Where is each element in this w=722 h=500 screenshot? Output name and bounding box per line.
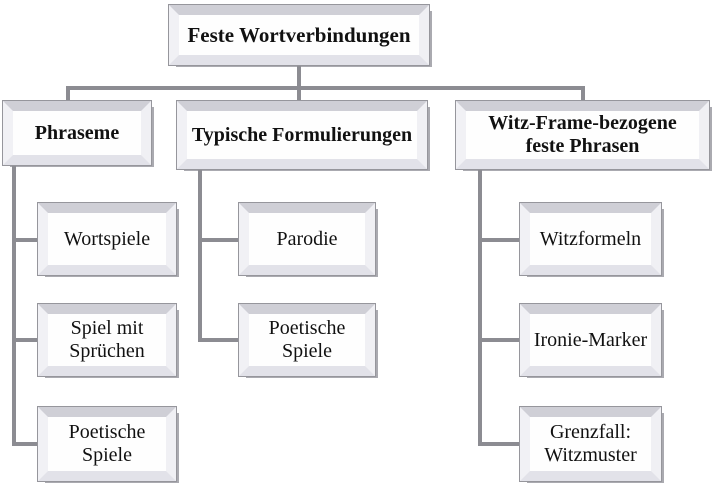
node-bevel: Poetische Spiele: [38, 407, 176, 481]
child-node-witzformeln: Witzformeln: [519, 202, 662, 276]
child-node-poetische-spiele-left: Poetische Spiele: [37, 406, 177, 482]
node-label: Poetische Spiele: [48, 417, 166, 471]
node-label: Typische Formulierungen: [187, 111, 417, 159]
node-bevel: Grenzfall: Witzmuster: [520, 407, 661, 481]
connector-drop-left: [66, 86, 70, 102]
node-bevel: Phraseme: [3, 101, 151, 165]
child-node-wortspiele: Wortspiele: [37, 202, 177, 276]
connector-stub: [12, 238, 37, 242]
connector-main-horizontal: [66, 86, 585, 90]
connector-root-drop: [297, 66, 301, 88]
node-bevel: Witz-Frame-bezogene feste Phrasen: [456, 101, 709, 169]
connector-trunk-right: [478, 170, 482, 446]
node-label: Parodie: [249, 213, 365, 265]
node-label: Wortspiele: [48, 213, 166, 265]
node-bevel: Poetische Spiele: [239, 304, 375, 376]
node-label: Poetische Spiele: [249, 314, 365, 366]
child-node-parodie: Parodie: [238, 202, 376, 276]
connector-stub: [12, 442, 37, 446]
node-bevel: Typische Formulierungen: [177, 101, 427, 169]
connector-stub: [478, 238, 519, 242]
node-label: Spiel mit Sprüchen: [48, 314, 166, 366]
node-bevel: Witzformeln: [520, 203, 661, 275]
branch-node-typische-formulierungen: Typische Formulierungen: [176, 100, 428, 170]
node-bevel: Spiel mit Sprüchen: [38, 304, 176, 376]
connector-drop-middle: [297, 86, 301, 102]
connector-trunk-middle: [198, 170, 202, 342]
node-label: Feste Wortverbindungen: [179, 15, 419, 55]
child-node-grenzfall-witzmuster: Grenzfall: Witzmuster: [519, 406, 662, 482]
node-bevel: Wortspiele: [38, 203, 176, 275]
connector-stub: [12, 338, 37, 342]
connector-stub: [478, 442, 519, 446]
node-bevel: Parodie: [239, 203, 375, 275]
connector-stub: [198, 238, 238, 242]
connector-stub: [478, 338, 519, 342]
node-label: Witz-Frame-bezogene feste Phrasen: [466, 111, 699, 159]
branch-node-phraseme: Phraseme: [2, 100, 152, 166]
node-label: Witzformeln: [530, 213, 651, 265]
child-node-poetische-spiele-middle: Poetische Spiele: [238, 303, 376, 377]
node-bevel: Ironie-Marker: [520, 304, 661, 376]
node-label: Grenzfall: Witzmuster: [530, 417, 651, 471]
child-node-ironie-marker: Ironie-Marker: [519, 303, 662, 377]
branch-node-witz-frame-bezogene-feste-phrasen: Witz-Frame-bezogene feste Phrasen: [455, 100, 710, 170]
node-label: Ironie-Marker: [530, 314, 651, 366]
connector-drop-right: [581, 86, 585, 102]
child-node-spiel-mit-spruechen: Spiel mit Sprüchen: [37, 303, 177, 377]
node-label: Phraseme: [13, 111, 141, 155]
connector-trunk-left: [12, 166, 16, 446]
connector-stub: [198, 338, 238, 342]
root-node-feste-wortverbindungen: Feste Wortverbindungen: [168, 4, 430, 66]
node-bevel: Feste Wortverbindungen: [169, 5, 429, 65]
